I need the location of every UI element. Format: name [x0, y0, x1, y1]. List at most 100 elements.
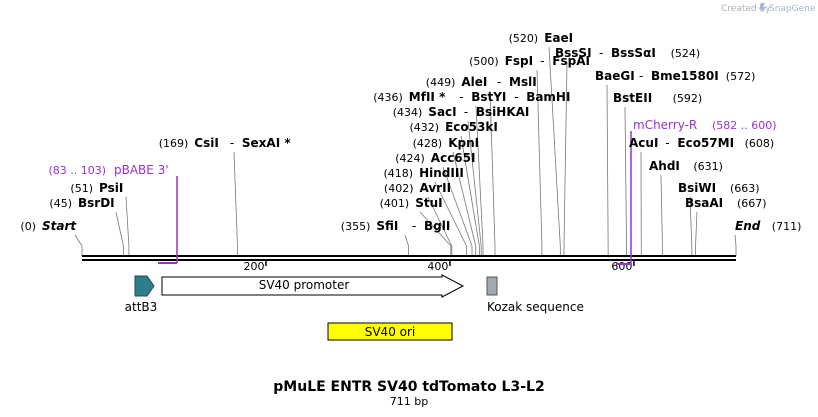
site-label-FspI: (500)FspI-FspAI: [469, 54, 590, 68]
credit-brand: SnapGene: [769, 4, 816, 14]
site-alt-name: BssSαI: [611, 46, 656, 60]
site-label-Eco53kI: (432)Eco53kI: [410, 120, 498, 134]
site-position: (663): [730, 182, 760, 195]
site-name: BsaAI: [685, 196, 723, 210]
map-length: 711 bp: [390, 395, 428, 408]
site-name: Eco53kI: [445, 120, 498, 134]
site-separator: -: [639, 69, 643, 83]
site-name: PsiI: [99, 181, 123, 195]
site-labels: (0)Start(45)BsrDI(51)PsiI(169)CsiI-SexAI…: [20, 31, 801, 233]
tick-label-400: 400: [427, 260, 448, 273]
site-label-AleI: (449)AleI-MslI: [426, 75, 537, 89]
site-position: (45): [49, 197, 72, 210]
site-line-HindIII: [434, 181, 467, 247]
site-separator: -: [412, 219, 416, 233]
site-position: (524): [671, 47, 701, 60]
site-position: (424): [395, 152, 425, 165]
site-separator: -: [464, 105, 468, 119]
site-label-HindIII: (418)HindIII: [384, 166, 464, 180]
site-name: MfII *: [409, 90, 446, 104]
site-position: (418): [384, 167, 414, 180]
feature-label: attB3: [125, 300, 158, 314]
backbone: [82, 255, 736, 261]
site-line-AleI: [489, 90, 496, 247]
site-line-Start: [74, 234, 83, 247]
site-name: BsiWI: [678, 181, 716, 195]
site-name: CsiI: [194, 136, 219, 150]
site-position: (449): [426, 76, 456, 89]
kozak-box-icon: [486, 276, 498, 296]
site-name: Acc65I: [431, 151, 476, 165]
site-line-End: [734, 234, 737, 247]
site-label-BaeGI: BaeGI-Bme1580I(572): [595, 69, 755, 83]
site-label-BsrDI: (45) BsrDI: [49, 196, 114, 210]
site-name: BaeGI: [595, 69, 635, 83]
site-name: BssSI: [555, 46, 592, 60]
site-position: (355): [341, 220, 371, 233]
site-separator: -: [540, 54, 544, 68]
site-alt-name: Bme1580I: [651, 69, 719, 83]
site-line-CsiI: [233, 151, 238, 247]
site-label-BstEII: BstEII(592): [613, 91, 702, 105]
site-label-AhdI: AhdI(631): [649, 159, 723, 173]
site-name: KpnI: [448, 136, 479, 150]
site-alt-name: BstYI: [471, 90, 506, 104]
site-position: (401): [380, 197, 410, 210]
feature-attb3: attB3: [125, 275, 158, 314]
ori-box: [327, 322, 453, 341]
primers: (83 .. 103) pBABE 3' mCherry-R (582 .. 600): [48, 118, 777, 265]
site-label-AvrII: (402)AvrII: [384, 181, 451, 195]
primer-mcherryr: mCherry-R (582 .. 600): [616, 118, 777, 265]
site-label-End: End (711): [735, 219, 801, 233]
site-name: BsrDI: [78, 196, 115, 210]
feature-label: SV40 promoter: [259, 278, 350, 292]
attb3-arrow-icon: [134, 275, 155, 297]
site-label-BsaAI: BsaAI (667): [685, 196, 767, 210]
site-position: (51): [70, 182, 93, 195]
site-line-SfiI: [404, 234, 409, 247]
primer-name: pBABE 3': [114, 163, 169, 177]
site-name: AcuI: [629, 136, 658, 150]
credit-prefix: Created by: [721, 4, 771, 14]
site-position: (520): [509, 32, 539, 45]
site-label-CsiI: (169)CsiI-SexAI *: [159, 136, 292, 150]
site-name: AhdI: [649, 159, 680, 173]
primer-name: mCherry-R: [633, 118, 697, 132]
site-name: SacI: [428, 105, 456, 119]
site-position: (592): [673, 92, 703, 105]
site-label-KpnI: (428)KpnI: [413, 136, 480, 150]
site-name: StuI: [415, 196, 442, 210]
primer-range: (83 .. 103): [48, 164, 106, 177]
site-line-PsiI: [125, 196, 130, 247]
site-separator: -: [514, 90, 518, 104]
site-position: (402): [384, 182, 414, 195]
site-line-Eco53kI: [460, 135, 480, 247]
site-alt-name: BsiHKAI: [476, 105, 530, 119]
site-lines: [74, 46, 737, 256]
site-label-EaeI: (520) EaeI: [509, 31, 574, 45]
site-name: End: [735, 219, 761, 233]
site-line-AhdI: [660, 174, 663, 247]
site-name: AleI: [461, 75, 487, 89]
site-label-BsiWI: BsiWI (663): [678, 181, 760, 195]
site-position: (711): [772, 220, 802, 233]
map-title: pMuLE ENTR SV40 tdTomato L3-L2: [273, 379, 544, 395]
site-name: EaeI: [544, 31, 573, 45]
site-alt-name: BamHI: [526, 90, 570, 104]
feature-kozak-sequence: Kozak sequence: [486, 276, 584, 314]
site-separator: -: [599, 46, 603, 60]
site-alt-name: BglI: [424, 219, 450, 233]
site-position: (169): [159, 137, 189, 150]
tick-label-200: 200: [243, 260, 264, 273]
site-label-SacI: (434)SacI-BsiHKAI: [393, 105, 530, 119]
site-line-BssSI: [563, 61, 568, 247]
site-position: (667): [737, 197, 767, 210]
site-line-BstEII: [624, 106, 627, 247]
site-alt-name: FspAI: [552, 54, 590, 68]
snapgene-logo-icon: [759, 3, 766, 13]
primer-range: (582 .. 600): [712, 119, 777, 132]
site-label-Acc65I: (424) Acc65I: [395, 151, 475, 165]
